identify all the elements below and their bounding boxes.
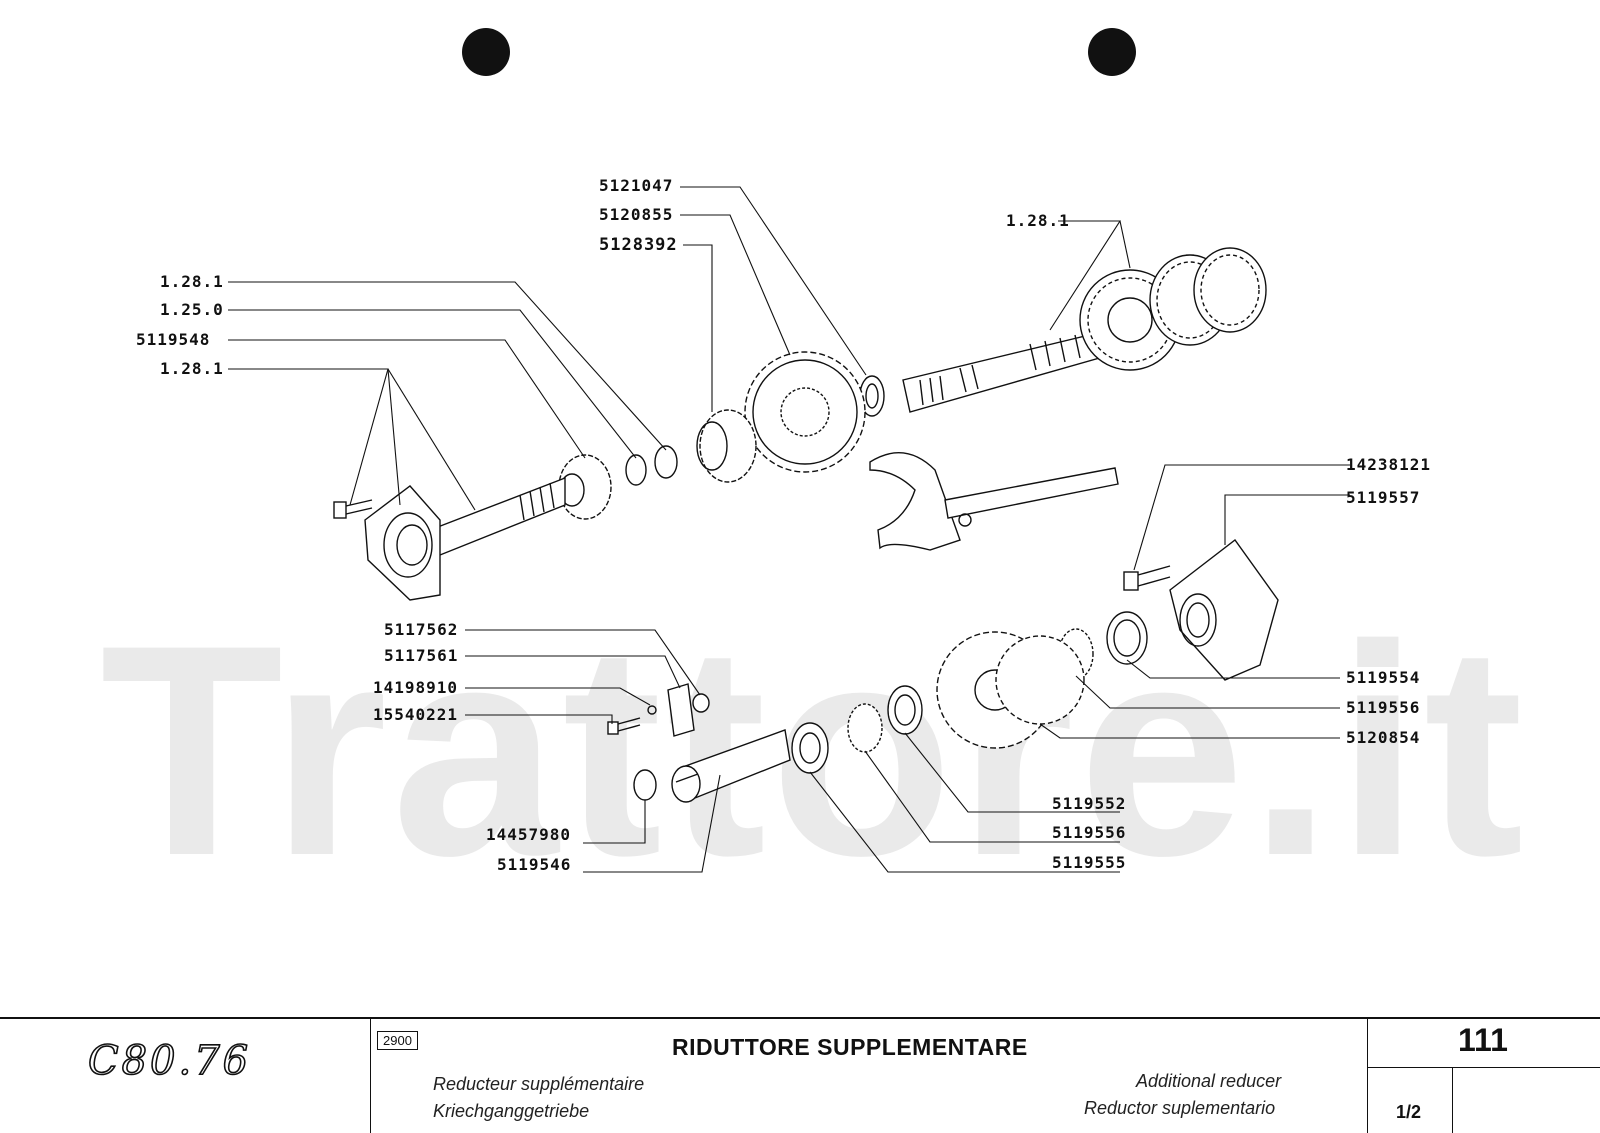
circlip-b bbox=[625, 454, 647, 486]
sheet-number: 1/2 bbox=[1396, 1102, 1422, 1122]
callout-5119557: 5119557 bbox=[1346, 488, 1421, 507]
lock-plate bbox=[667, 683, 695, 737]
left-flange-cover bbox=[364, 485, 441, 601]
callout-14457980: 14457980 bbox=[486, 825, 572, 844]
small-bolt bbox=[607, 717, 641, 735]
callout-14238121: 14238121 bbox=[1346, 455, 1432, 474]
title-english: Additional reducer bbox=[1136, 1071, 1282, 1091]
callout-5128392: 5128392 bbox=[599, 235, 678, 255]
callout-14198910: 14198910 bbox=[373, 678, 459, 697]
title-block-divider-1 bbox=[370, 1019, 371, 1133]
callout-5120854: 5120854 bbox=[1346, 728, 1421, 747]
title-german: Kriechganggetriebe bbox=[433, 1101, 590, 1121]
left-shaft bbox=[429, 476, 566, 556]
callout-15540221: 15540221 bbox=[373, 705, 459, 724]
lower-bushing bbox=[791, 722, 829, 774]
callout-5119548: 5119548 bbox=[136, 330, 211, 349]
callout-1.28.1-b: 1.28.1 bbox=[160, 359, 224, 378]
title-block-divider-4 bbox=[1452, 1067, 1453, 1133]
callout-1.28.1-top: 1.28.1 bbox=[1006, 211, 1070, 230]
small-washer bbox=[692, 693, 710, 713]
model-logo: C80.76 bbox=[87, 1037, 252, 1085]
punch-hole-left bbox=[462, 28, 510, 76]
callout-5119555: 5119555 bbox=[1052, 853, 1127, 872]
upper-splined-shaft bbox=[902, 329, 1111, 413]
lower-seal-ring bbox=[1106, 611, 1148, 665]
title-block-divider-2 bbox=[1367, 1019, 1368, 1133]
callout-5119556-bottom: 5119556 bbox=[1052, 823, 1127, 842]
right-flange-cover bbox=[1169, 539, 1279, 681]
callout-1.25.0: 1.25.0 bbox=[160, 300, 224, 319]
callout-5119556-right: 5119556 bbox=[1346, 698, 1421, 717]
page-title: RIDUTTORE SUPPLEMENTARE bbox=[672, 1034, 1028, 1060]
left-bolt bbox=[333, 499, 373, 519]
title-french: Reducteur supplémentaire bbox=[433, 1074, 645, 1094]
callout-5119546: 5119546 bbox=[497, 855, 572, 874]
callout-5121047: 5121047 bbox=[599, 176, 674, 195]
callout-5119552: 5119552 bbox=[1052, 794, 1127, 813]
callout-5117561: 5117561 bbox=[384, 646, 459, 665]
callout-5120855: 5120855 bbox=[599, 205, 674, 224]
upper-gear-cluster bbox=[1079, 247, 1267, 371]
callout-5117562: 5117562 bbox=[384, 620, 459, 639]
circlip-a bbox=[654, 445, 678, 479]
lower-pin-shaft bbox=[671, 729, 791, 803]
callout-1.28.1-a: 1.28.1 bbox=[160, 272, 224, 291]
page-number: 111 bbox=[1458, 1022, 1508, 1058]
title-block bbox=[0, 1017, 1600, 1133]
sliding-sleeve-gear bbox=[696, 409, 757, 483]
shift-fork-and-rod bbox=[869, 452, 1119, 551]
group-code-box: 2900 bbox=[377, 1031, 418, 1050]
lower-snap-ring bbox=[633, 769, 657, 801]
lower-needle-bearing-l bbox=[847, 703, 883, 753]
small-gear bbox=[558, 454, 612, 520]
title-spanish: Reductor suplementario bbox=[1084, 1098, 1276, 1118]
callout-5119554: 5119554 bbox=[1346, 668, 1421, 687]
large-spur-gear bbox=[744, 351, 866, 473]
right-bolt bbox=[1123, 565, 1171, 591]
lower-thrust-ring bbox=[887, 685, 923, 735]
lower-double-gear bbox=[936, 631, 1085, 749]
title-block-divider-3 bbox=[1367, 1067, 1600, 1068]
punch-hole-right bbox=[1088, 28, 1136, 76]
